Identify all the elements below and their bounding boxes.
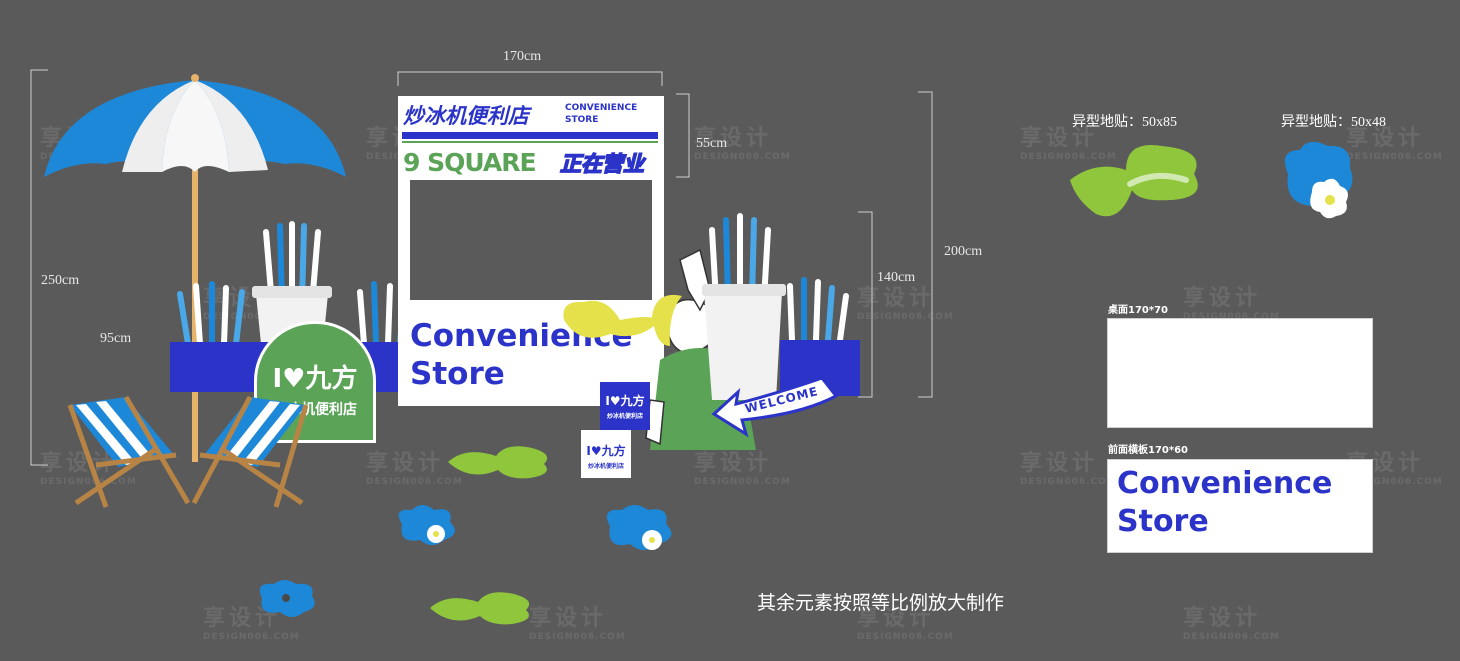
front-panel [1107,459,1373,553]
watermark-en: DESIGN006.COM [857,312,954,322]
mini-sign-white: I♥九方 炒冰机便利店 [581,430,631,478]
watermark-en: DESIGN006.COM [857,632,954,642]
watermark-en: DESIGN006.COM [1346,477,1443,487]
heart-icon: ♥ [282,364,306,394]
arch-sign-i: I [272,364,283,394]
deck-chairs [67,395,309,508]
flower-sticker-label: 异型地贴：50x48 [1281,115,1386,130]
tabletop-label: 桌面170*70 [1108,305,1169,316]
watermark-en: DESIGN006.COM [694,152,791,162]
watermark-cn: 享设计 [1183,286,1262,311]
arch-sign-brand: 九方 [305,364,358,394]
heart-icon: ♥ [609,394,621,408]
watermark-en: DESIGN006.COM [1346,152,1443,162]
flower-sticker-sample [1284,141,1353,219]
watermark-cn: 享设计 [529,606,608,631]
beach-umbrella [44,74,346,462]
dim-booth-height: 200cm [944,244,983,259]
mini-sign-a-i: I [605,394,610,408]
mini-sign-blue: I♥九方 炒冰机便利店 [600,382,650,430]
counter-board-line2: Store [410,356,505,392]
watermark-cn: 享设计 [1346,126,1425,151]
sign-brand: 9 SQUARE [403,148,537,177]
watermark-cn: 享设计 [1183,606,1262,631]
watermark-en: DESIGN006.COM [203,632,300,642]
watermark-en: DESIGN006.COM [1183,632,1280,642]
straw-cup-right [702,213,860,400]
watermark-en: DESIGN006.COM [1020,152,1117,162]
sign-title-cn: 炒冰机便利店 [403,104,529,128]
dim-sign-height: 55cm [696,136,728,151]
mini-sign-a-brand: 九方 [620,394,645,408]
watermark-en: DESIGN006.COM [1020,477,1117,487]
sign-title-en-1: CONVENIENCE [565,103,638,113]
watermark-en: DESIGN006.COM [694,477,791,487]
sign-open: 正在营业 [559,151,645,177]
mini-sign-a-subtitle: 炒冰机便利店 [606,413,643,420]
floor-flower-sticker [398,505,455,545]
mini-sign-b-i: I [586,444,591,458]
front-panel-line1: Convenience [1117,466,1333,501]
watermark-en: DESIGN006.COM [366,477,463,487]
leaf-sticker-sample [1070,145,1198,217]
leaf-sticker-label: 异型地贴：50x85 [1072,115,1177,130]
heart-icon: ♥ [590,444,602,458]
dim-frame-width: 170cm [503,49,542,64]
watermark-cn: 享设计 [857,286,936,311]
watermark-cn: 享设计 [1020,126,1099,151]
dim-total-height: 250cm [41,273,80,288]
front-panel-line2: Store [1117,504,1209,539]
watermark-cn: 享设计 [694,126,773,151]
floor-flower-sticker [259,580,315,617]
watermark-en: DESIGN006.COM [40,477,137,487]
dim-counter-height: 140cm [877,270,916,285]
sign-title-en-2: STORE [565,115,599,125]
watermark-en: DESIGN006.COM [203,312,300,322]
dim-cup-height: 95cm [100,331,132,346]
watermark-en: DESIGN006.COM [529,632,626,642]
sign-divider [402,132,658,139]
watermark-cn: 享设计 [694,451,773,476]
floor-leaf-sticker [448,446,548,479]
watermark-cn: 享设计 [366,451,445,476]
watermark-cn: 享设计 [857,606,936,631]
floor-leaf-sticker [430,592,530,625]
front-panel-label: 前面横板170*60 [1108,445,1189,456]
watermark-en: DESIGN006.COM [1183,312,1280,322]
mini-sign-b-brand: 九方 [601,444,626,458]
mini-sign-b-subtitle: 炒冰机便利店 [587,463,624,470]
scale-note: 其余元素按照等比例放大制作 [757,592,1005,614]
sign-divider-green [402,141,658,143]
welcome-arrow [711,376,839,438]
floor-flower-sticker [606,505,672,550]
watermark-cn: 享设计 [1020,451,1099,476]
tabletop-panel [1107,318,1373,428]
booth-frame-window [410,180,652,300]
